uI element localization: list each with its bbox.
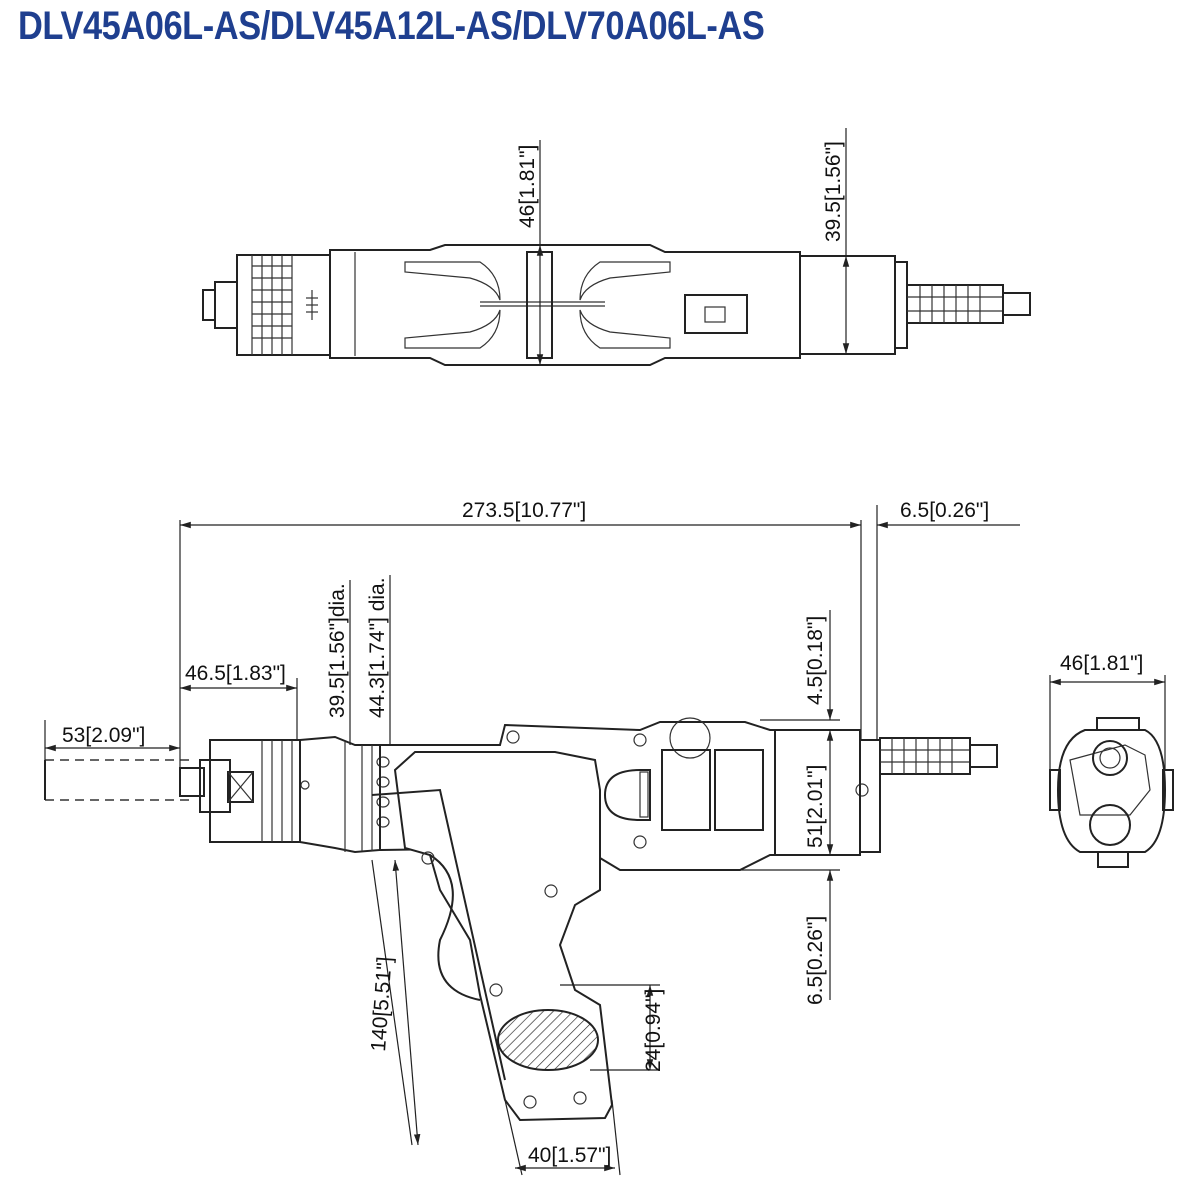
dim-body-height: 51[2.01"] bbox=[804, 765, 827, 848]
dim-nose-length: 46.5[1.83"] bbox=[185, 662, 286, 685]
end-view bbox=[1049, 675, 1174, 868]
dim-cord-offset: 6.5[0.26"] bbox=[900, 499, 989, 522]
dim-grip-thickness: 24[0.94"] bbox=[642, 989, 665, 1072]
dim-top-motor-height: 39.5[1.56"] bbox=[822, 141, 845, 242]
dim-top-offset: 4.5[0.18"] bbox=[804, 616, 827, 705]
dim-end-width: 46[1.81"] bbox=[1060, 652, 1143, 675]
top-view bbox=[202, 128, 1031, 366]
dim-bottom-offset: 6.5[0.26"] bbox=[804, 916, 827, 1005]
dim-grip-width: 40[1.57"] bbox=[528, 1144, 611, 1167]
dim-body-dia: 44.3[1.74"] dia. bbox=[366, 577, 389, 718]
side-view bbox=[44, 505, 1020, 1176]
dim-nose-dia: 39.5[1.56"]dia. bbox=[326, 583, 349, 718]
dim-overall-length: 273.5[10.77"] bbox=[462, 499, 586, 522]
page-title: DLV45A06L-AS/DLV45A12L-AS/DLV70A06L-AS bbox=[18, 4, 765, 48]
dim-grip-length: 140[5.51"] bbox=[367, 956, 397, 1052]
dim-bit-length: 53[2.09"] bbox=[62, 724, 145, 747]
dim-top-height: 46[1.81"] bbox=[516, 145, 539, 228]
